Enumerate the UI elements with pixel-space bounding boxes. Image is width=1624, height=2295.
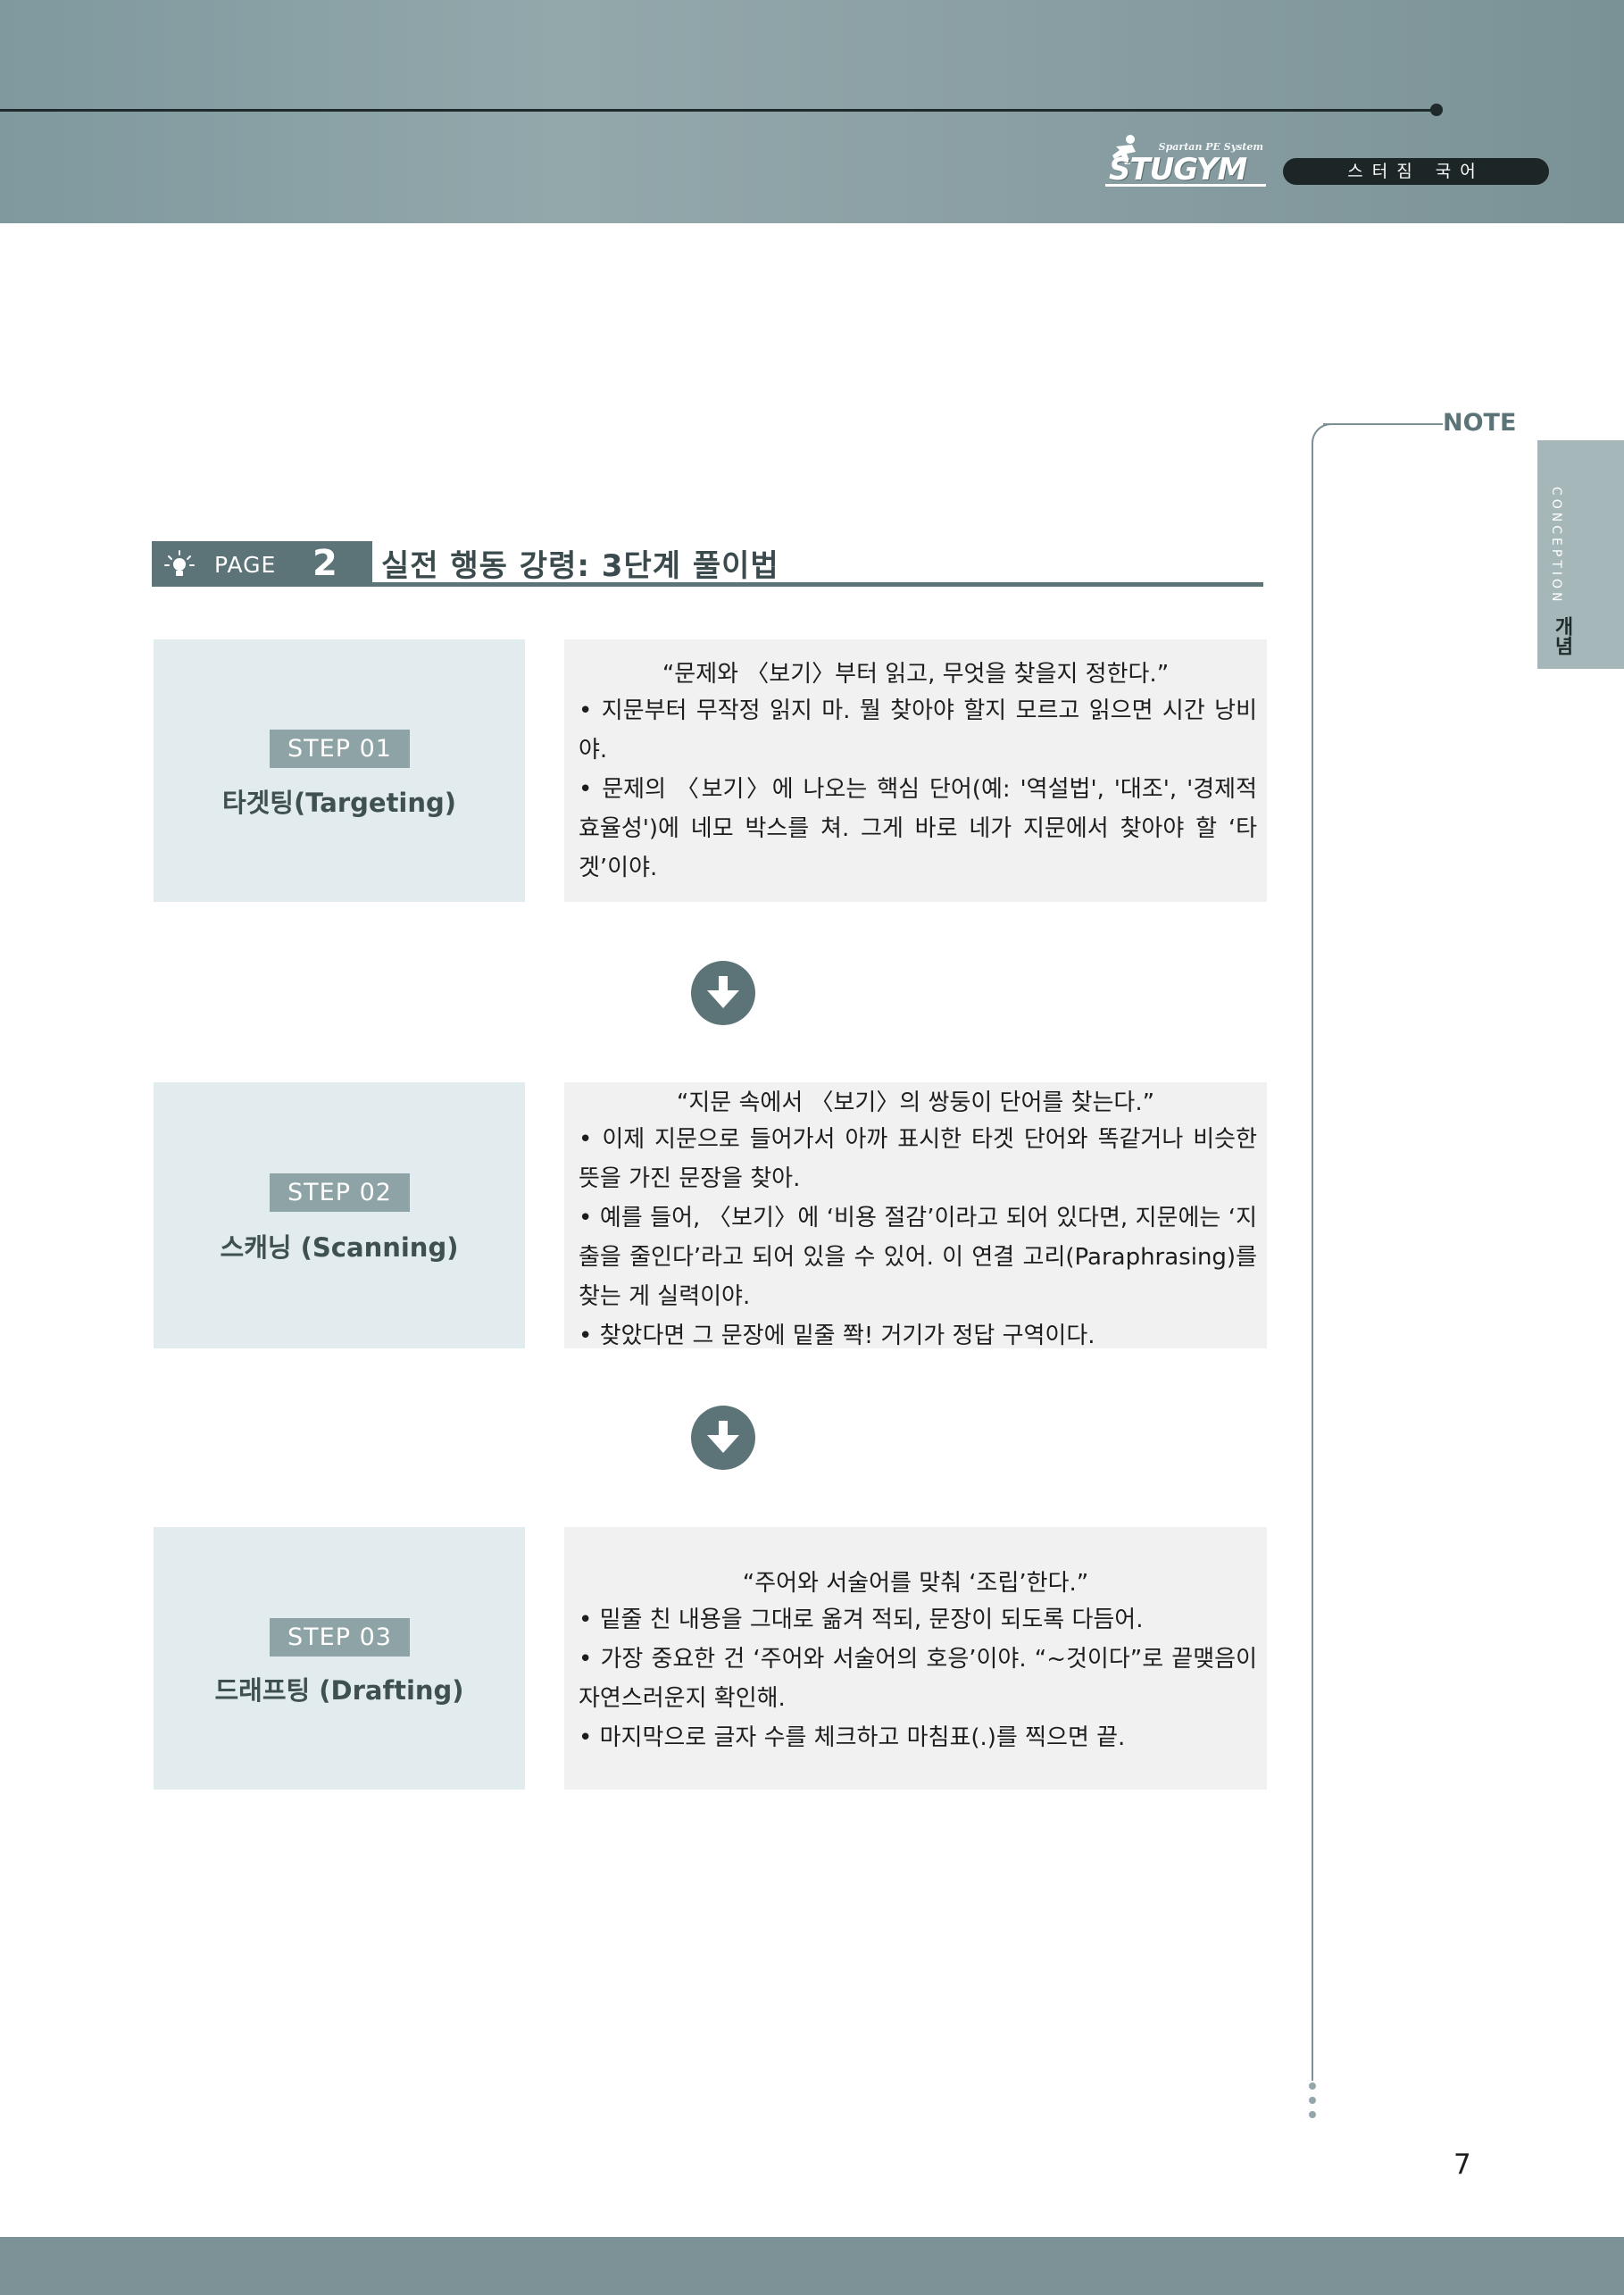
concept-side-tab xyxy=(1537,440,1624,669)
note-label: NOTE xyxy=(1443,409,1517,437)
step-label-box: STEP 02 스캐닝 (Scanning) xyxy=(154,1082,525,1348)
side-tab-label-en: CONCEPTION xyxy=(1549,487,1563,605)
step-label-box: STEP 03 드래프팅 (Drafting) xyxy=(154,1527,525,1790)
arrow-down-icon xyxy=(691,1406,755,1470)
subject-pill: 스터짐 국어 xyxy=(1283,158,1549,185)
step-content-box: “지문 속에서 〈보기〉의 쌍둥이 단어를 찾는다.” • 이제 지문으로 들어… xyxy=(564,1082,1267,1349)
note-line-vertical xyxy=(1312,443,1313,2081)
note-line-dot xyxy=(1309,2097,1316,2104)
title-underline xyxy=(372,582,1263,587)
step-badge: STEP 02 xyxy=(270,1173,410,1212)
note-line-dot xyxy=(1309,2082,1316,2090)
step-bullet: • 예를 들어, 〈보기〉에 ‘비용 절감’이라고 되어 있다면, 지문에는 ‘… xyxy=(579,1205,1257,1310)
stugym-logo: Spartan PE System STUGYM xyxy=(1102,134,1267,188)
note-line-corner xyxy=(1312,423,1338,450)
page-word: PAGE xyxy=(214,552,277,578)
step-quote: “주어와 서술어를 맞춰 ‘조립’한다.” xyxy=(742,1570,1089,1597)
step-name: 타겟팅(Targeting) xyxy=(221,788,457,818)
step-name: 스캐닝 (Scanning) xyxy=(220,1232,459,1263)
step-bullet: • 찾았다면 그 문장에 밑줄 쫙! 거기가 정답 구역이다. xyxy=(579,1323,1095,1349)
note-line-horizontal xyxy=(1323,423,1443,425)
step-bullet: • 문제의 〈보기〉에 나오는 핵심 단어(예: '역설법', '대조', '경… xyxy=(579,776,1257,881)
step-bullet: • 밑줄 친 내용을 그대로 옮겨 적되, 문장이 되도록 다듬어. xyxy=(579,1606,1144,1633)
logo-subtitle: Spartan PE System xyxy=(1158,141,1263,153)
header-rule xyxy=(0,109,1437,112)
sprinter-icon xyxy=(1112,135,1136,164)
step-content-box: “주어와 서술어를 맞춰 ‘조립’한다.” • 밑줄 친 내용을 그대로 옮겨 … xyxy=(564,1527,1267,1790)
logo-wordmark: STUGYM xyxy=(1109,152,1247,188)
step-name: 드래프팅 (Drafting) xyxy=(214,1675,464,1706)
header-rule-dot xyxy=(1430,104,1443,116)
page-number: 7 xyxy=(1453,2149,1471,2181)
step-bullet-list: • 이제 지문으로 들어가서 아까 표시한 타겟 단어와 똑같거나 비슷한 뜻을… xyxy=(579,1120,1257,1356)
step-quote: “문제와 〈보기〉부터 읽고, 무엇을 찾을지 정한다.” xyxy=(662,661,1170,688)
step-label-box: STEP 01 타겟팅(Targeting) xyxy=(154,639,525,902)
lightbulb-icon xyxy=(164,550,195,576)
step-bullet: • 가장 중요한 건 ‘주어와 서술어의 호응’이야. “~것이다”로 끝맺음이… xyxy=(579,1646,1257,1712)
step-quote: “지문 속에서 〈보기〉의 쌍둥이 단어를 찾는다.” xyxy=(676,1089,1155,1116)
logo-underline xyxy=(1105,184,1266,187)
step-bullet: • 마지막으로 글자 수를 체크하고 마침표(.)를 찍으면 끝. xyxy=(579,1724,1126,1751)
step-bullet-list: • 밑줄 친 내용을 그대로 옮겨 적되, 문장이 되도록 다듬어. • 가장 … xyxy=(579,1600,1257,1757)
note-line-dot xyxy=(1309,2111,1316,2118)
step-bullet: • 이제 지문으로 들어가서 아까 표시한 타겟 단어와 똑같거나 비슷한 뜻을… xyxy=(579,1126,1257,1192)
step-content-box: “문제와 〈보기〉부터 읽고, 무엇을 찾을지 정한다.” • 지문부터 무작정… xyxy=(564,639,1267,902)
arrow-down-icon xyxy=(691,961,755,1025)
page-index: 2 xyxy=(312,543,337,584)
page-header: Spartan PE System STUGYM 스터짐 국어 xyxy=(0,0,1624,223)
section-title: 실전 행동 강령: 3단계 풀이법 xyxy=(381,548,779,584)
page-badge: PAGE 2 xyxy=(152,541,372,587)
step-bullet-list: • 지문부터 무작정 읽지 마. 뭘 찾아야 할지 모르고 읽으면 시간 낭비야… xyxy=(579,691,1257,888)
side-tab-label-kr: 개념 xyxy=(1551,616,1573,655)
step-bullet: • 지문부터 무작정 읽지 마. 뭘 찾아야 할지 모르고 읽으면 시간 낭비야… xyxy=(579,697,1257,764)
step-badge: STEP 01 xyxy=(270,730,410,768)
step-badge: STEP 03 xyxy=(270,1618,410,1657)
page-footer-bar xyxy=(0,2237,1624,2295)
